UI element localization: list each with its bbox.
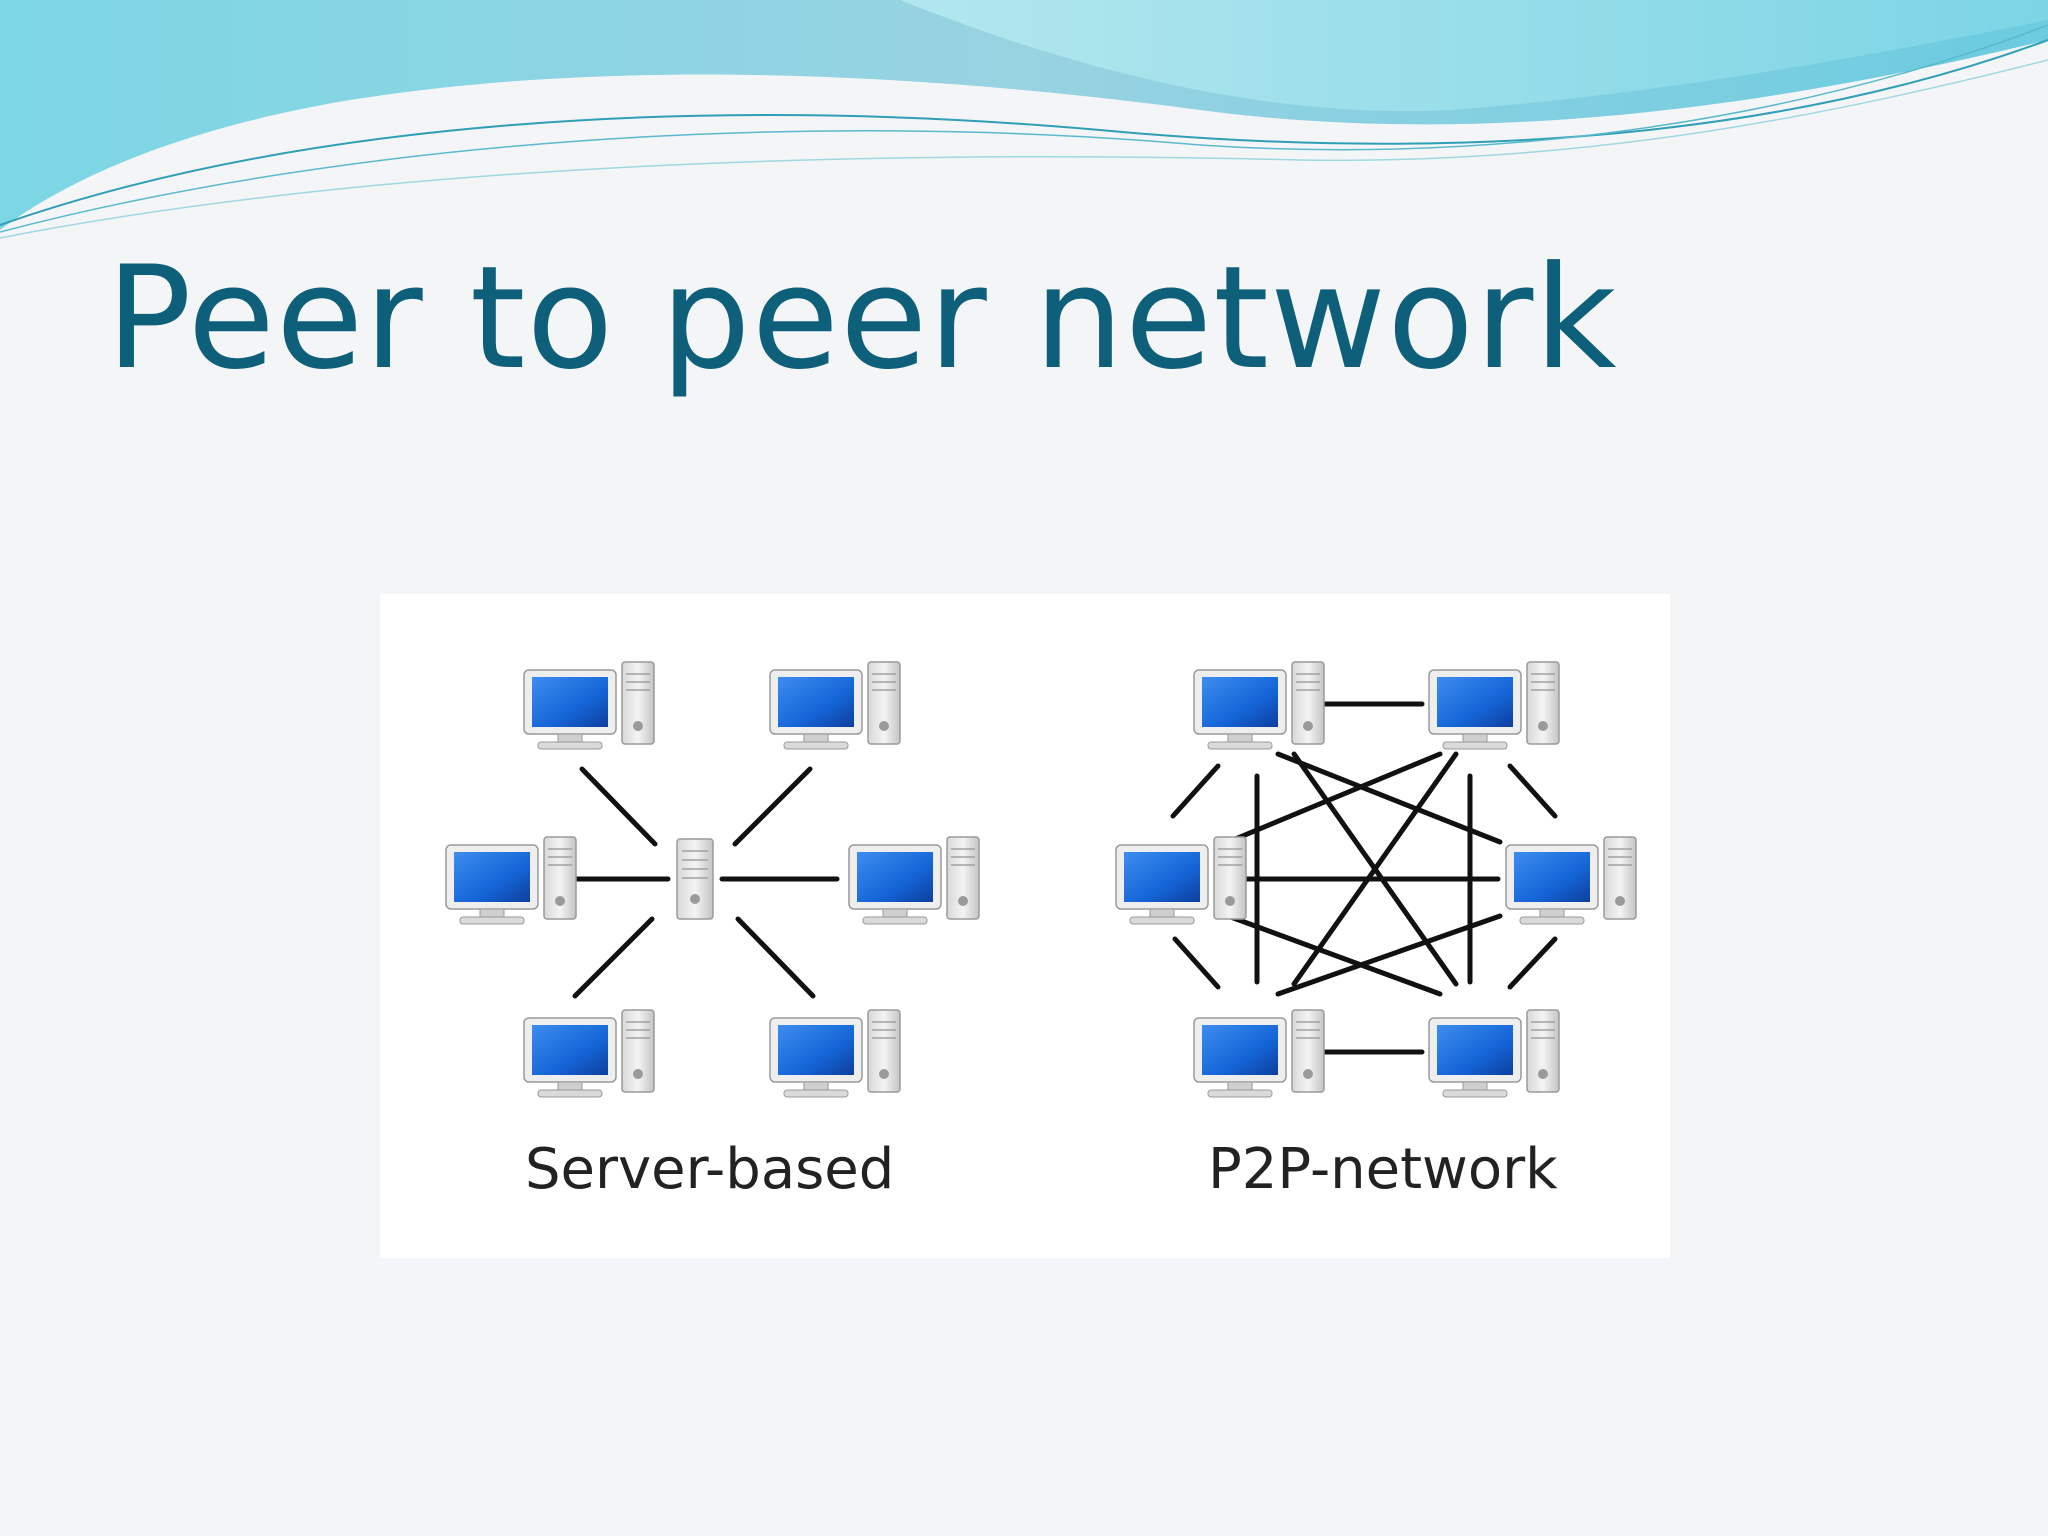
p2p-diagram xyxy=(1115,661,1637,1098)
computer-icon xyxy=(1428,661,1560,750)
computer-icon xyxy=(1193,661,1325,750)
server-based-caption: Server-based xyxy=(525,1137,895,1202)
computer-icon xyxy=(523,1009,655,1098)
computer-icon xyxy=(769,1009,901,1098)
computer-icon xyxy=(848,836,980,925)
slide-title: Peer to peer network xyxy=(106,236,1618,401)
computer-icon xyxy=(769,661,901,750)
server-icon xyxy=(676,838,714,920)
network-comparison-figure: Server-based P2P-network xyxy=(380,594,1670,1258)
network-diagrams xyxy=(445,661,1637,1098)
p2p-links xyxy=(1170,701,1558,1055)
p2p-network-caption: P2P-network xyxy=(1208,1137,1558,1202)
computer-icon xyxy=(1115,836,1247,925)
server-based-diagram xyxy=(445,661,980,1098)
computer-icon xyxy=(445,836,577,925)
computer-icon xyxy=(523,661,655,750)
computer-icon xyxy=(1428,1009,1560,1098)
header-wave-decoration xyxy=(0,0,2048,239)
computer-icon xyxy=(1505,836,1637,925)
computer-icon xyxy=(1193,1009,1325,1098)
